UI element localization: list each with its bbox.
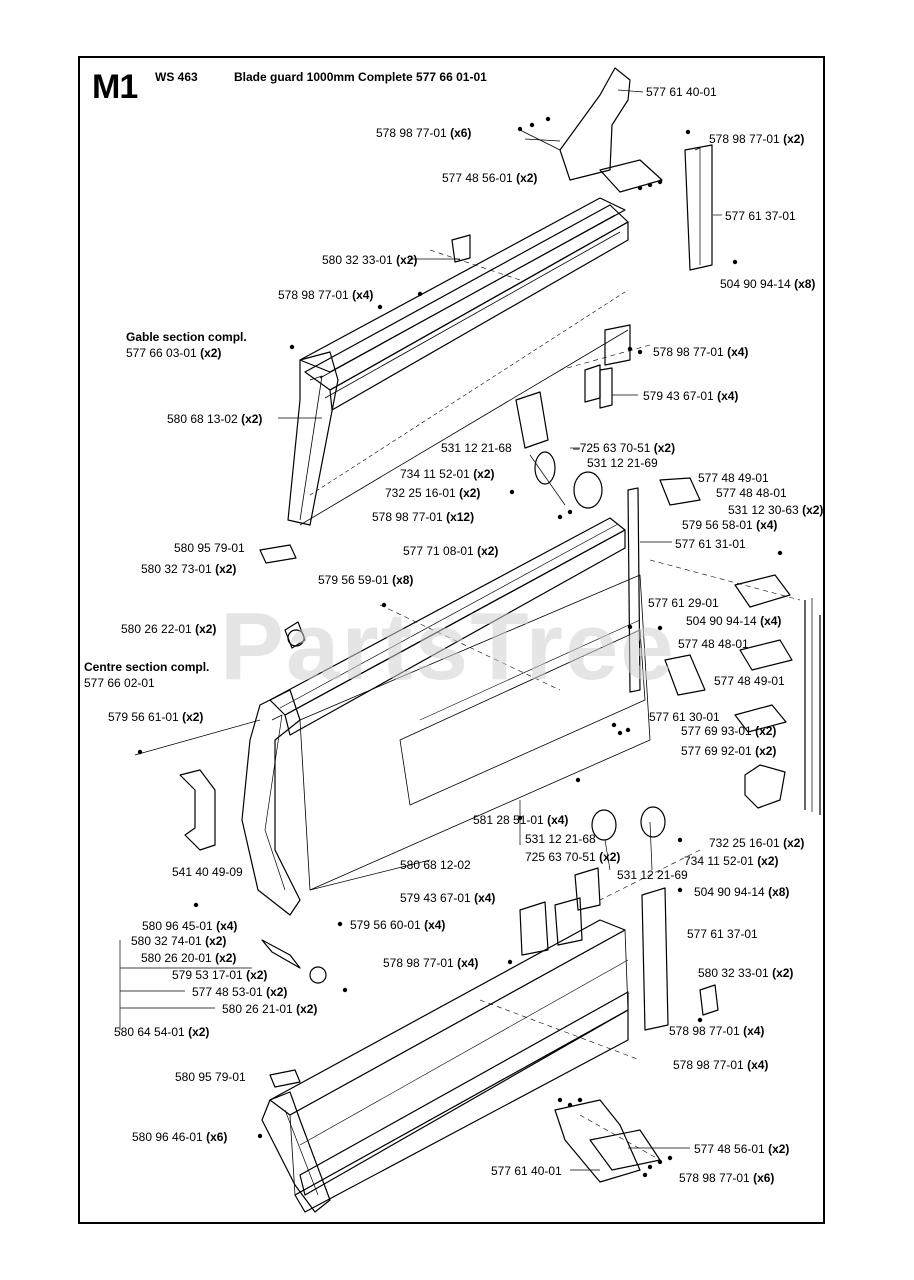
callout: 531 12 21-69 (587, 456, 658, 470)
end-plate-top (684, 144, 713, 271)
watermark-text: PartsTree (220, 593, 676, 700)
callout: 577 48 48-01 (716, 486, 787, 500)
callout: 577 61 31-01 (675, 537, 746, 551)
callout: 541 40 49-09 (172, 865, 243, 879)
callout: 580 96 45-01 (x4) (142, 919, 238, 933)
callout: 725 63 70-51 (x2) (525, 850, 621, 864)
callout: 531 12 21-69 (617, 868, 688, 882)
top-bracket (519, 67, 663, 193)
drawing-frame (78, 56, 825, 1224)
callout: 577 71 08-01 (x2) (403, 544, 499, 558)
centre-section-title: Centre section compl. (84, 660, 210, 674)
callout: 577 61 40-01 (646, 85, 717, 99)
callout: 577 61 29-01 (648, 596, 719, 610)
callout: 578 98 77-01 (x4) (653, 345, 749, 359)
callout: 577 61 40-01 (491, 1164, 562, 1178)
callout: 580 26 22-01 (x2) (121, 622, 217, 636)
callout: 580 95 79-01 (174, 541, 245, 555)
callout: 580 26 20-01 (x2) (141, 951, 237, 965)
callout: 577 61 37-01 (725, 209, 796, 223)
callout: 580 32 73-01 (x2) (141, 562, 237, 576)
assembly-title: Blade guard 1000mm Complete 577 66 01-01 (234, 70, 487, 84)
callout: 580 96 46-01 (x6) (132, 1130, 228, 1144)
callout: 580 32 33-01 (x2) (698, 966, 794, 980)
callout: 579 56 61-01 (x2) (108, 710, 204, 724)
callout: 579 53 17-01 (x2) (172, 968, 268, 982)
callout: 579 56 59-01 (x8) (318, 573, 414, 587)
callout: 732 25 16-01 (x2) (385, 486, 481, 500)
callout: 577 48 53-01 (x2) (192, 985, 288, 999)
callout: 579 56 60-01 (x4) (350, 918, 446, 932)
callout: 577 48 49-01 (714, 674, 785, 688)
callout: 577 69 92-01 (x2) (681, 744, 777, 758)
gable-section-qty: (x2) (200, 346, 222, 360)
page-code: M1 (92, 68, 138, 106)
callout: 531 12 21-68 (441, 441, 512, 455)
callout: 578 98 77-01 (x12) (372, 510, 475, 524)
callout: 577 69 93-01 (x2) (681, 724, 777, 738)
centre-rail (241, 517, 651, 916)
callout: 578 98 77-01 (x2) (709, 132, 805, 146)
callout: 577 61 37-01 (687, 927, 758, 941)
callout: 580 64 54-01 (x2) (114, 1025, 210, 1039)
callout: 531 12 30-63 (x2) (728, 503, 824, 517)
gable-section-part-number: 577 66 03-01 (126, 346, 197, 360)
callout: 504 90 94-14 (x8) (720, 277, 816, 291)
callout: 579 43 67-01 (x4) (643, 389, 739, 403)
callout: 579 43 67-01 (x4) (400, 891, 496, 905)
callout: 577 48 48-01 (678, 637, 749, 651)
callout: 580 26 21-01 (x2) (222, 1002, 318, 1016)
callout: 732 25 16-01 (x2) (709, 836, 805, 850)
callout: 580 68 13-02 (x2) (167, 412, 263, 426)
callout: 578 98 77-01 (x4) (383, 956, 479, 970)
callout: 578 98 77-01 (x4) (669, 1024, 765, 1038)
centre-section-part: 577 66 02-01 (84, 676, 155, 690)
callout: 577 48 49-01 (698, 471, 769, 485)
lower-gable-rail (261, 919, 629, 1213)
callout: 734 11 52-01 (x2) (684, 854, 779, 868)
callout: 504 90 94-14 (x8) (694, 885, 790, 899)
gable-section-title: Gable section compl. (126, 330, 247, 344)
gable-section-part: 577 66 03-01 (x2) (126, 346, 221, 360)
callout: 577 61 30-01 (649, 710, 720, 724)
callout: 577 48 56-01 (x2) (442, 171, 538, 185)
callout: 577 48 56-01 (x2) (694, 1142, 790, 1156)
callout: 580 32 33-01 (x2) (322, 253, 418, 267)
callout: 578 98 77-01 (x6) (679, 1171, 775, 1185)
upper-gable-rail (287, 197, 629, 526)
callout: 504 90 94-14 (x4) (686, 614, 782, 628)
callout: –725 63 70-51 (x2) (573, 441, 676, 455)
model-number: WS 463 (155, 70, 198, 84)
callout: 578 98 77-01 (x6) (376, 126, 472, 140)
callout: 581 28 51-01 (x4) (473, 813, 569, 827)
callout: 579 56 58-01 (x4) (682, 518, 778, 532)
callout: 580 95 79-01 (175, 1070, 246, 1084)
callout: 580 32 74-01 (x2) (131, 934, 227, 948)
callout: 578 98 77-01 (x4) (278, 288, 374, 302)
callout: 580 68 12-02 (400, 858, 471, 872)
callout: 578 98 77-01 (x4) (673, 1058, 769, 1072)
callout: 531 12 21-68 (525, 832, 596, 846)
callout: 734 11 52-01 (x2) (400, 467, 495, 481)
